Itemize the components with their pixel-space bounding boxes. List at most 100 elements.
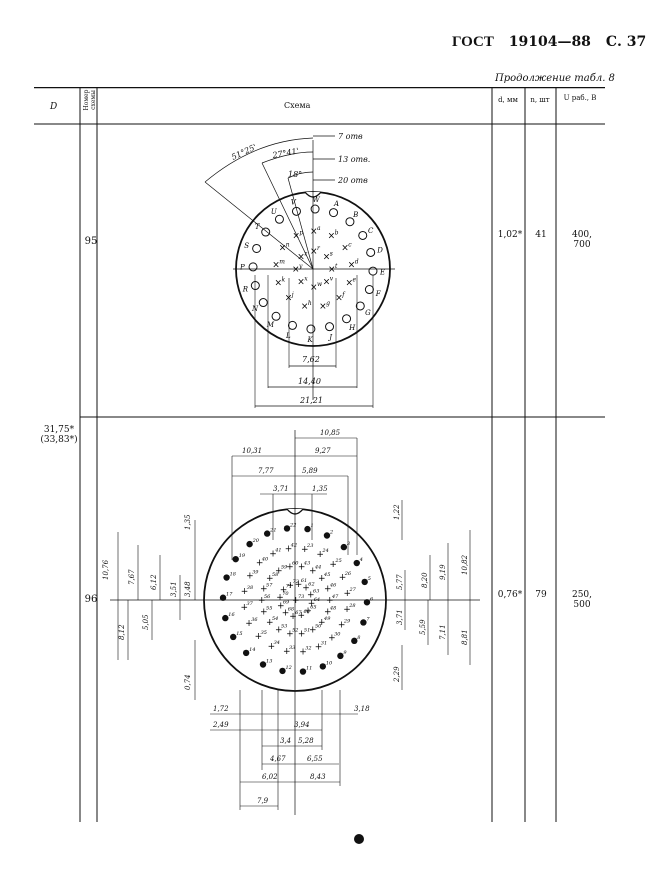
scheme96-pin: +	[241, 587, 249, 597]
scheme96-pin: +	[304, 606, 312, 616]
scheme95-pin-inner: ×	[341, 243, 349, 253]
scheme95-pin-outer	[287, 320, 297, 330]
scheme96-pin: +	[241, 603, 249, 613]
scheme96-pin-number: 58	[272, 572, 278, 578]
s96-top-dim-3: 9,27	[315, 447, 331, 455]
scheme95-pin-outer	[358, 230, 368, 240]
scheme96-pin: +	[258, 596, 266, 606]
scheme95-pin-label: L	[285, 332, 291, 340]
scheme96-pin-number: 35	[261, 630, 267, 636]
scheme95-pin-inner: ×	[323, 252, 331, 262]
scheme95-pin-inner-label: n	[286, 241, 290, 248]
scheme96-pin-number: 18	[230, 572, 236, 578]
scheme95-pin-outer	[366, 247, 376, 257]
scheme95-pin-inner-label: s	[330, 250, 333, 257]
s96-left-dim-5: 3,51	[170, 581, 178, 597]
scheme96-pin-number: 72	[293, 579, 299, 585]
s96-bottom-dim-5: 3,4	[280, 737, 291, 745]
scheme96-pin: +	[246, 572, 254, 582]
scheme96-pin-number: 64	[314, 597, 320, 603]
scheme96-pin: +	[307, 591, 315, 601]
scheme96-pin: +	[292, 596, 300, 606]
scheme96-pin: +	[298, 563, 306, 573]
scheme96-pin	[351, 637, 358, 645]
header-number: 19104—88	[508, 34, 591, 50]
s96-right-dim-8: 7,11	[439, 624, 447, 640]
scheme96-pin-number: 16	[228, 612, 235, 618]
scheme95-pin-inner-label: m	[279, 258, 285, 265]
scheme95-pin-label: M	[266, 321, 275, 329]
scheme96-pin: +	[326, 596, 334, 606]
scheme95-pin-inner: ×	[279, 243, 287, 253]
scheme95-dim-1: 7,62	[302, 355, 320, 364]
scheme96-pin: +	[268, 642, 276, 652]
scheme96-pin-number: 43	[303, 561, 310, 567]
scheme96-pin-number: 31	[321, 641, 327, 647]
scheme96-pin	[337, 652, 344, 660]
scheme96-pin-number: 15	[236, 631, 242, 637]
scheme96-pin	[304, 525, 311, 533]
scheme95-pin-inner-label: a	[317, 225, 321, 232]
scheme96-pin-number: 12	[285, 665, 291, 671]
scheme96-pin-number: 67	[295, 610, 302, 616]
scheme95-pin-inner: ×	[310, 283, 318, 293]
scheme96-pin: +	[297, 611, 305, 621]
scheme96-pin-number: 3	[347, 541, 350, 547]
scheme96-pin: +	[287, 581, 295, 591]
scheme96-pin: +	[282, 608, 290, 618]
scheme96-pin-number: 50	[315, 623, 322, 629]
s96-bottom-dim-10: 8,43	[310, 773, 326, 781]
s96-right-dim-7: 5,59	[419, 619, 427, 635]
scheme96-pin	[242, 649, 250, 657]
scheme96-pin: +	[298, 629, 306, 639]
scheme96-pin-number: 48	[329, 606, 336, 612]
s96-top-dim-1: 10,85	[320, 429, 341, 437]
scheme95-pin-label: R	[242, 285, 249, 293]
s96-bottom-dim-1: 1,72	[213, 705, 229, 713]
scheme96-pin	[230, 633, 237, 641]
scheme96-pin	[223, 574, 230, 581]
s96-left-dim-3: 7,67	[128, 569, 136, 585]
s96-right-dim-2: 5,77	[396, 574, 404, 590]
scheme96-pin: +	[328, 633, 336, 643]
scheme95-pin-inner-label: w	[317, 281, 323, 288]
scheme95-pin-inner: ×	[348, 260, 356, 270]
col-d-outer: D	[50, 102, 58, 112]
scheme96-pin-number: 73	[298, 594, 304, 600]
scheme95-pin-outer	[271, 311, 281, 321]
scheme96-pin-number: 4	[359, 557, 363, 563]
scheme95-callout-1: 7 отв	[338, 132, 363, 141]
scheme96-pin	[353, 559, 360, 567]
header-gost: ГОСТ	[452, 34, 494, 50]
scheme95-pin-inner-label: t	[335, 263, 338, 270]
scheme96-pin-number: 6	[370, 596, 374, 602]
scheme95-pin-outer	[274, 214, 284, 224]
scheme96-pin-number: 55	[266, 606, 272, 612]
scheme96-pin-number: 5	[368, 576, 371, 582]
scheme95-pin-label: J	[327, 333, 333, 341]
scheme96-pin	[323, 532, 331, 539]
scheme95-pin-label: F	[375, 290, 382, 298]
scheme96-pin-number: 47	[331, 594, 339, 600]
scheme96-pin-number: 62	[308, 582, 314, 588]
s96-left-dim-2: 10,76	[102, 559, 110, 580]
scheme96-pin-number: 25	[334, 558, 341, 564]
scheme96-pin-number: 29	[343, 618, 351, 624]
scheme96-pin-number: 22	[289, 522, 296, 528]
scheme96-pin-number: 17	[226, 592, 233, 598]
scheme95-pin-inner: ×	[346, 278, 354, 288]
scheme95-pin-outer	[248, 262, 258, 272]
scheme95-pin-outer	[291, 206, 301, 216]
s96-right-dim-1: 1,22	[393, 504, 401, 520]
scheme95-callout-2: 13 отв.	[338, 155, 370, 164]
scheme96-pin: +	[301, 545, 309, 555]
scheme96-pin	[363, 599, 371, 606]
scheme95-dim-3: 21,21	[299, 396, 323, 405]
scheme96-pin: +	[308, 599, 316, 609]
scheme96-pin	[283, 525, 291, 532]
scheme95-pin-inner: ×	[328, 231, 336, 241]
scheme95-pin-label: V	[291, 199, 297, 207]
scheme96-pin-number: 36	[251, 617, 258, 623]
scheme96-pin-number: 27	[348, 587, 356, 593]
